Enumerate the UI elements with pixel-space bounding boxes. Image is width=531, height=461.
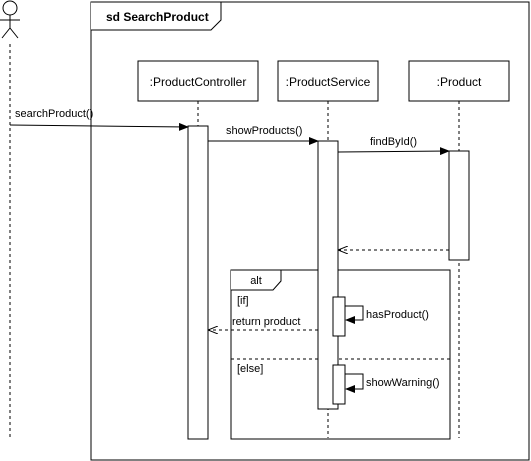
alt-operator: alt (250, 275, 262, 287)
sd-frame (90, 1, 530, 461)
lifeline-label-service: :ProductService (286, 75, 371, 89)
alt-guard-else: [else] (237, 363, 263, 375)
activation-product (448, 150, 470, 261)
activation-controller (187, 125, 209, 440)
alt-guard-if: [if] (237, 295, 249, 307)
alt-fragment (230, 269, 451, 440)
sd-frame-tab (91, 1, 222, 31)
lifeline-box-service (277, 60, 379, 102)
actor-icon (0, 0, 20, 39)
message-label-hasproduct: hasProduct() (366, 309, 429, 321)
frame-title: sd SearchProduct (106, 10, 209, 24)
message-label-showproducts: showProducts() (226, 125, 302, 137)
activation-service (317, 140, 339, 410)
message-label-return-product: return product (232, 316, 300, 328)
alt-fragment-tab (231, 269, 282, 291)
message-findbyid (337, 147, 450, 156)
activation-service-showwarning (332, 364, 346, 405)
message-label-findbyid: findById() (370, 136, 417, 148)
lifeline-label-controller: :ProductController (150, 75, 247, 89)
message-label-searchproduct: searchProduct() (15, 108, 93, 120)
lifeline-box-product (408, 60, 510, 102)
message-searchproduct (9, 122, 189, 131)
message-label-showwarning: showWarning() (366, 377, 440, 389)
lifeline-label-product: :Product (437, 75, 482, 89)
message-self-hasproduct (345, 305, 364, 324)
message-self-showwarning (345, 373, 364, 393)
activation-service-hasproduct (332, 296, 346, 337)
